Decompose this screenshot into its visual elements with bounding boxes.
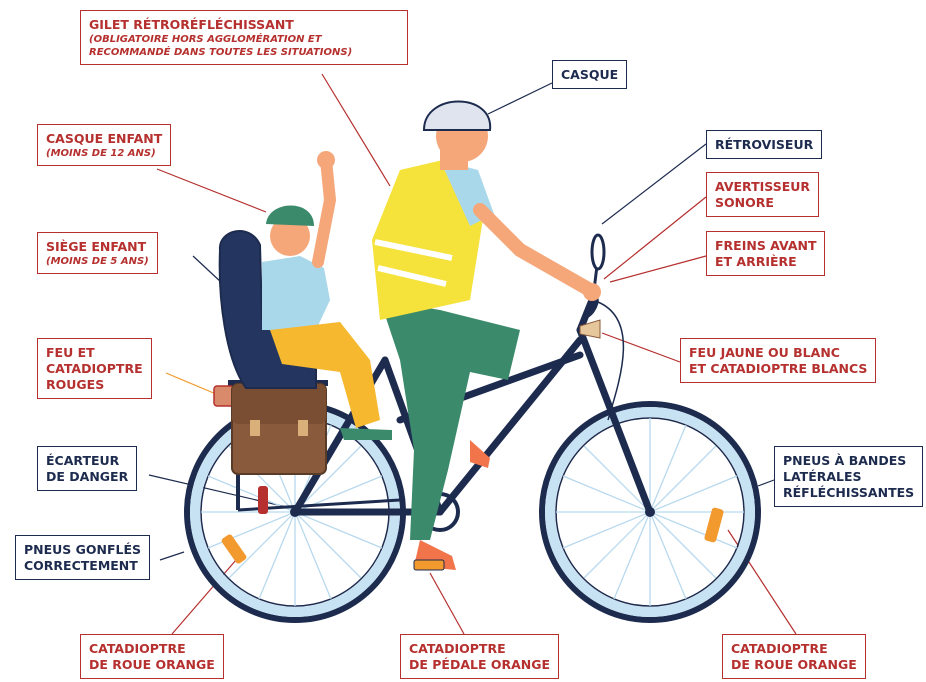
label-avertisseur-line1: AVERTISSEUR [715,179,811,194]
label-siege-enfant: SIÈGE ENFANT (MOINS DE 5 ANS) [37,232,158,274]
label-avertisseur: AVERTISSEUR SONORE [706,172,820,217]
adult-figure [372,100,601,570]
label-cata-pedale-line1: CATADIOPTRE [409,641,506,656]
label-cata-pedale-line2: DE PÉDALE ORANGE [409,657,551,672]
label-avertisseur-line2: SONORE [715,195,774,210]
leader-feu-rouge [165,372,217,395]
leader-cata-roue-arriere [171,559,237,635]
label-cata-roue-arriere: CATADIOPTRE DE ROUE ORANGE [80,634,224,679]
leader-feu-avant [601,332,681,363]
label-pneus-bandes-line2: LATÉRALES [783,469,862,484]
leader-avertisseur [603,196,707,280]
pedal-reflector [413,559,445,571]
leader-casque [487,82,553,115]
label-ecarteur-line1: ÉCARTEUR [46,453,120,468]
label-ecarteur-line2: DE DANGER [46,469,129,484]
leader-retroviseur [601,143,707,225]
label-casque-title: CASQUE [561,67,619,82]
label-feu-rouge-line2: CATADIOPTRE [46,361,143,376]
label-freins-line1: FREINS AVANT [715,238,817,253]
danger-spacer [258,486,268,514]
label-feu-avant: FEU JAUNE OU BLANC ET CATADIOPTRE BLANCS [680,338,877,383]
label-pneus-bandes-line3: RÉFLÉCHISSANTES [783,485,915,500]
label-retroviseur: RÉTROVISEUR [706,130,823,159]
leader-pneus-gonfles [159,551,185,561]
leader-lines [148,73,797,635]
label-feu-avant-line2: ET CATADIOPTRE BLANCS [689,361,868,376]
label-gilet: GILET RÉTRORÉFLÉCHISSANT (OBLIGATOIRE HO… [80,10,408,65]
leader-freins [609,255,707,283]
label-cata-roue-avant-line1: CATADIOPTRE [731,641,828,656]
label-siege-enfant-title: SIÈGE ENFANT [46,239,147,254]
label-retroviseur-title: RÉTROVISEUR [715,137,814,152]
leader-cata-pedale [429,572,465,635]
label-pneus-bandes-line1: PNEUS À BANDES [783,453,907,468]
label-siege-enfant-note: (MOINS DE 5 ANS) [46,256,149,267]
label-pneus-gonfles-line2: CORRECTEMENT [24,558,138,573]
label-feu-avant-line1: FEU JAUNE OU BLANC [689,345,840,360]
leader-ecarteur [148,474,296,510]
label-pneus-bandes: PNEUS À BANDES LATÉRALES RÉFLÉCHISSANTES [774,446,924,507]
label-casque-enfant-note: (MOINS DE 12 ANS) [46,148,156,159]
front-wheel-reflector [704,507,724,543]
front-light [579,319,601,339]
label-feu-rouge-line1: FEU ET [46,345,95,360]
label-gilet-note: (OBLIGATOIRE HORS AGGLOMÉRATION ET RECOM… [89,34,353,58]
label-gilet-title: GILET RÉTRORÉFLÉCHISSANT [89,17,294,32]
label-pneus-gonfles: PNEUS GONFLÉS CORRECTEMENT [15,535,151,580]
label-ecarteur: ÉCARTEUR DE DANGER [37,446,138,491]
leader-gilet [321,73,391,187]
label-feu-rouge-line3: ROUGES [46,377,105,392]
label-cata-roue-avant-line2: DE ROUE ORANGE [731,657,857,672]
label-freins-line2: ET ARRIÈRE [715,254,797,269]
label-casque: CASQUE [552,60,628,89]
label-casque-enfant: CASQUE ENFANT (MOINS DE 12 ANS) [37,124,172,166]
label-casque-enfant-title: CASQUE ENFANT [46,131,163,146]
label-cata-roue-arriere-line2: DE ROUE ORANGE [89,657,215,672]
label-feu-rouge: FEU ET CATADIOPTRE ROUGES [37,338,152,399]
leader-pneus-bandes [757,479,775,487]
mirror [590,233,606,271]
label-cata-roue-arriere-line1: CATADIOPTRE [89,641,186,656]
label-freins: FREINS AVANT ET ARRIÈRE [706,231,826,276]
child-figure [262,151,392,440]
leader-siege-enfant [192,255,223,284]
label-pneus-gonfles-line1: PNEUS GONFLÉS [24,542,142,557]
brake-cable [597,301,625,421]
leader-casque-enfant [156,168,267,213]
label-cata-pedale: CATADIOPTRE DE PÉDALE ORANGE [400,634,560,679]
rear-wheel-reflector [221,534,247,564]
label-cata-roue-avant: CATADIOPTRE DE ROUE ORANGE [722,634,866,679]
